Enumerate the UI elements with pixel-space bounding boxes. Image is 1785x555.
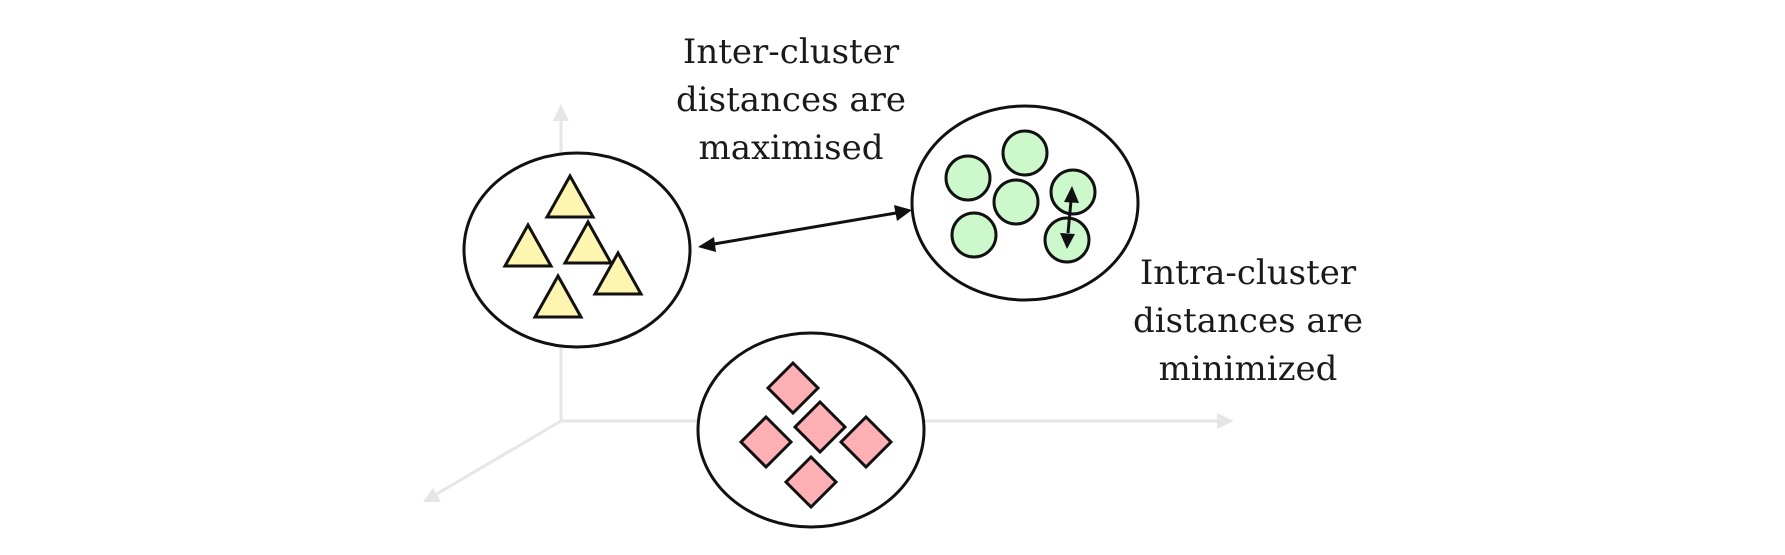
inter-cluster-arrowhead-left: [698, 237, 716, 252]
triangle-point: [544, 172, 596, 219]
inter-cluster-arrowhead-right: [894, 205, 912, 221]
circle-cluster: [910, 104, 1140, 302]
intra-cluster-arrowhead-up: [1064, 186, 1079, 203]
intra-cluster-label-line: minimized: [1158, 349, 1338, 389]
diamond-point: [783, 454, 839, 510]
intra-cluster-label-line: distances are: [1133, 301, 1363, 341]
triangle-point: [532, 272, 584, 319]
triangle-point: [592, 249, 644, 296]
circle-point: [950, 211, 998, 259]
triangle-cluster: [462, 151, 692, 349]
inter-cluster-arrow-shaft: [713, 211, 897, 246]
inter-cluster-arrow: [698, 205, 912, 252]
triangle-point: [502, 221, 554, 268]
intra-cluster-arrow-shaft: [1066, 200, 1073, 234]
z-axis: [434, 419, 562, 497]
diamond-point: [738, 414, 794, 470]
z-axis-arrowhead: [423, 488, 441, 502]
diamond-point: [792, 399, 848, 455]
circle-point: [992, 178, 1040, 226]
diamond-point: [765, 360, 821, 416]
inter-cluster-label-line: distances are: [676, 80, 906, 120]
circle-point: [944, 154, 992, 202]
intra-cluster-label: Intra-cluster distances are minimized: [1118, 249, 1378, 393]
intra-cluster-arrow: [1060, 186, 1079, 249]
inter-cluster-label-line: Inter-cluster: [682, 32, 900, 72]
x-axis-arrowhead: [1217, 413, 1234, 429]
inter-cluster-label-line: maximised: [698, 128, 884, 168]
triangle-point: [562, 218, 614, 265]
diamond-cluster: [696, 331, 926, 529]
diamond-point: [838, 414, 894, 470]
intra-cluster-label-line: Intra-cluster: [1139, 253, 1357, 293]
y-axis-arrowhead: [553, 104, 569, 121]
circle-point: [1001, 129, 1049, 177]
intra-cluster-arrowhead-down: [1060, 233, 1075, 249]
inter-cluster-label: Inter-cluster distances are maximised: [661, 28, 921, 172]
